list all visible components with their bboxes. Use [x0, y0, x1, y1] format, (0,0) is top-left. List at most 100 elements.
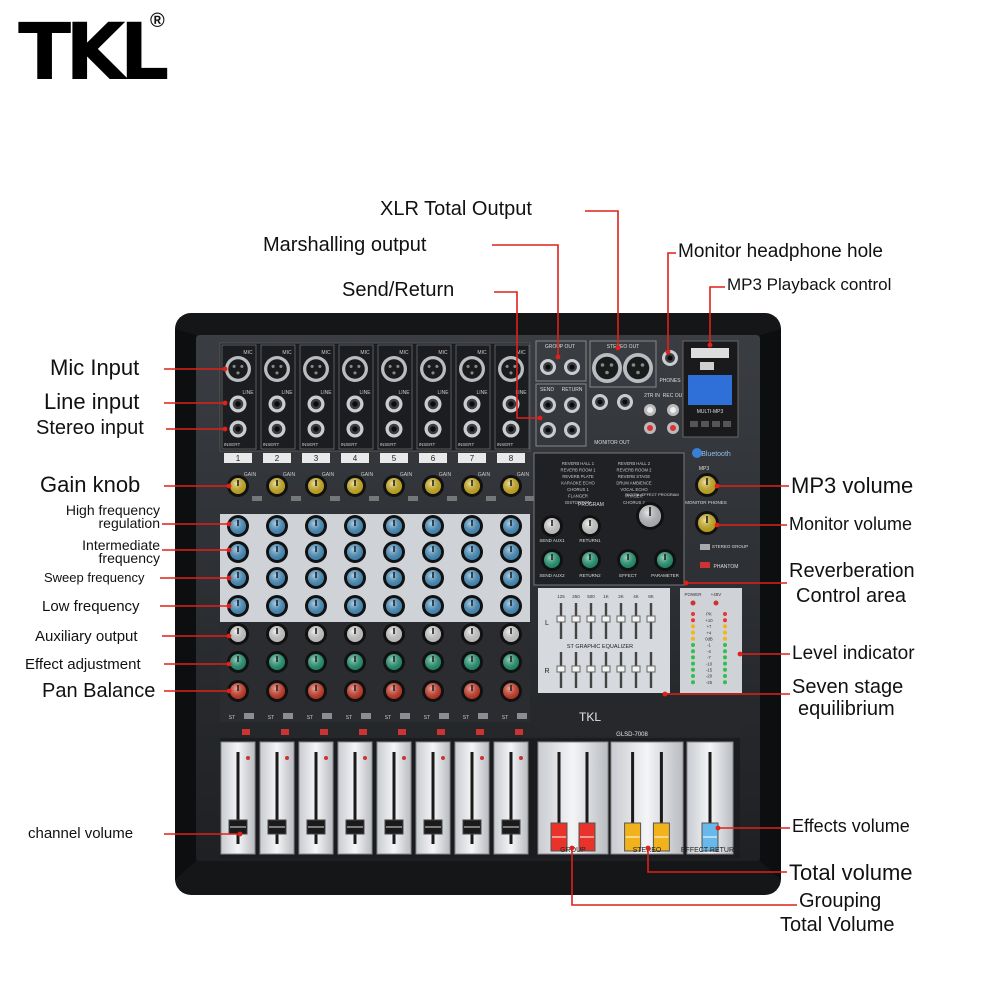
callout-line-stereo-dot: [222, 426, 228, 432]
eq-left-cap-6: [646, 615, 656, 623]
channel-4-line-label: LINE: [359, 390, 371, 396]
channel-5-mic-jack-face: [384, 359, 404, 379]
channel-8-mic-jack-face: [501, 359, 521, 379]
eq-left-cap-5: [631, 615, 641, 623]
channel-7-signal-led: [480, 756, 484, 760]
channel-4-fader-slot: [353, 752, 357, 844]
meter-led-right-8: [723, 661, 727, 666]
group-fader-label: GROUP: [560, 847, 586, 854]
stereo-out-label: STEREO OUT: [607, 344, 640, 350]
callout-effects-volume: Effects volume: [792, 816, 910, 836]
phones-jack-hole: [667, 355, 673, 361]
plus48v-label: +48V: [711, 592, 722, 597]
return-jack-1-hole: [569, 402, 575, 408]
callout-line-low-dot: [226, 603, 232, 609]
channel-1-mic-jack-face: [228, 359, 248, 379]
channel-6-st-label: ST: [424, 715, 430, 721]
callout-level-indicator: Level indicator: [792, 643, 915, 664]
channel-6-insert-label: INSERT: [419, 442, 436, 447]
effect-list-left-4: CHORUS 1: [567, 487, 589, 492]
callout-grouping-line1: Grouping: [799, 890, 882, 912]
channel-2-st-switch: [283, 713, 293, 719]
channel-6-signal-led: [441, 756, 445, 760]
channel-5-insert-jack-hole: [391, 426, 397, 432]
meter-led-right-4: [723, 636, 727, 641]
channel-2-gain-label: GAIN: [283, 472, 296, 478]
meter-led-left-4: [691, 636, 695, 641]
callout-line-xlr: [585, 210, 619, 348]
stereo-out-xlr-left-pin-1: [609, 363, 614, 367]
callout-monitor-volume: Monitor volume: [789, 514, 913, 534]
input-section-bg: [219, 342, 531, 452]
stereo-out-xlr-left-pin-0: [600, 363, 605, 367]
callout-line-effect-dot: [226, 661, 232, 667]
channel-2-line-label: LINE: [281, 390, 293, 396]
meter-led-left-10: [691, 674, 695, 678]
callout-line-sweep-dot: [226, 575, 232, 581]
effect-list-right-0: REVERB HALL 2: [618, 461, 651, 466]
eq-right-cap-0: [556, 665, 566, 673]
channel-8-peak-led: [515, 729, 523, 735]
channel-3-mic-jack-pin-2: [314, 371, 318, 375]
effect-return-fader-slot-0: [708, 752, 712, 844]
channel-1-peak-led: [242, 729, 250, 735]
channel-3-input-frame: [299, 344, 335, 450]
callout-reverberation-line1: Reverberation: [789, 560, 915, 582]
channel-6-st-switch: [439, 713, 449, 719]
channel-7-mic-jack-face: [462, 359, 482, 379]
meter-led-left-5: [691, 643, 695, 647]
channel-3-mic-label: MIC: [321, 350, 331, 356]
callout-line-level-dot: [737, 651, 743, 657]
channel-2-fader-slot: [275, 752, 279, 844]
channel-2-number-plate: [263, 453, 291, 463]
meter-scale-label-2: +7: [707, 624, 712, 629]
rca-jack-1-center: [647, 425, 653, 431]
effect-list-right-5: PHASER: [625, 494, 642, 499]
meter-scale-label-5: -1: [707, 643, 711, 648]
rca-jack-0-center: [647, 407, 653, 413]
return1-label: RETURN1: [579, 538, 601, 543]
channel-3-number-plate: [302, 453, 330, 463]
effect-list-right-1: REVERB ROOM 2: [617, 468, 653, 473]
channel-4-st-switch: [361, 713, 371, 719]
channel-6-input-frame: [416, 344, 452, 450]
brand-plate: [538, 695, 742, 735]
callout-line-headphone-dot: [665, 349, 671, 355]
eq-left-cap-0: [556, 615, 566, 623]
meter-scale-label-10: -20: [706, 674, 713, 679]
rec-out-label: REC OUT: [663, 393, 686, 399]
panel-tkl-logo: TKL: [579, 710, 601, 724]
mp3-control-button-0: [690, 421, 698, 427]
stereo-fader-slot-1: [659, 752, 663, 844]
channel-3-mic-jack-pin-0: [310, 364, 314, 368]
callout-seven-stage-line2: equilibrium: [798, 698, 895, 720]
channel-5-input-frame: [377, 344, 413, 450]
channel-1-mic-label: MIC: [243, 350, 253, 356]
channel-2-signal-led: [285, 756, 289, 760]
callout-line-send-return: [494, 291, 540, 419]
channel-5-mic-label: MIC: [399, 350, 409, 356]
channel-3-line-label: LINE: [320, 390, 332, 396]
channel-5-signal-led: [402, 756, 406, 760]
group-fader-slot-1: [585, 752, 589, 844]
callout-line-gain-dot: [226, 483, 232, 489]
channel-2-st-label: ST: [268, 715, 274, 721]
monitor-out-jack-1-hole: [597, 399, 603, 405]
channel-4-mic-label: MIC: [360, 350, 370, 356]
phantom-switch: [700, 562, 710, 568]
channel-7-insert-jack-hole: [469, 426, 475, 432]
meter-scale-label-3: +4: [707, 630, 712, 635]
channel-6-peak-led: [437, 729, 445, 735]
channel-7-number-plate: [458, 453, 486, 463]
channel-5-lowcut-switch: [408, 496, 418, 501]
channel-7-number: 7: [470, 454, 475, 463]
meter-led-right-10: [723, 674, 727, 678]
channel-2-mic-jack-pin-2: [275, 371, 279, 375]
mp3-control-button-2: [712, 421, 720, 427]
mp3-display: [688, 375, 732, 405]
channel-5-line-label: LINE: [398, 390, 410, 396]
callout-line-pan-dot: [226, 688, 232, 694]
stereo-group-label: STEREO GROUP: [712, 544, 748, 549]
channel-8-mic-jack-pin-2: [509, 371, 513, 375]
channel-1-number-plate: [224, 453, 252, 463]
